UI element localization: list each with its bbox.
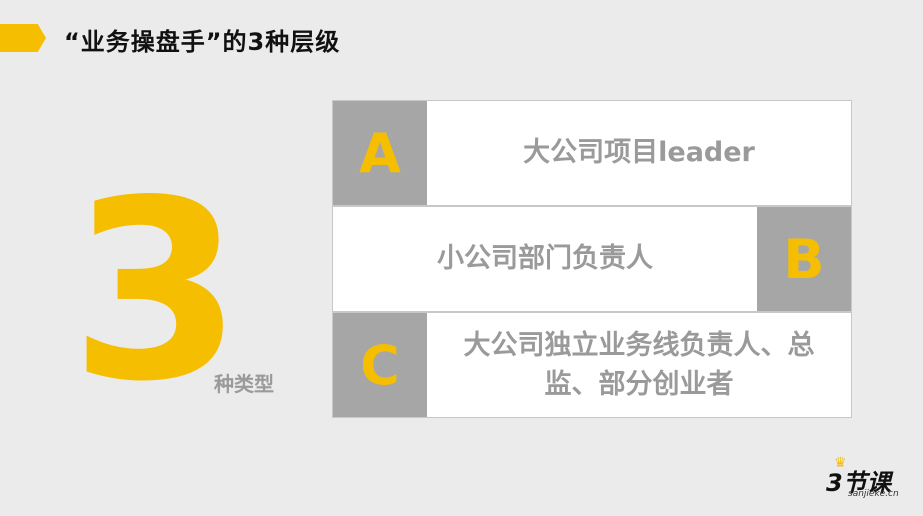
hero-number: 3	[70, 148, 243, 436]
crown-icon: ♛	[834, 455, 847, 471]
page-title: “业务操盘手”的3种层级	[64, 28, 341, 56]
level-letter-c: C	[333, 313, 427, 417]
level-text-a: 大公司项目leader	[523, 137, 755, 169]
level-row-b: 小公司部门负责人 B	[332, 206, 852, 312]
logo-domain: sanjieke.cn	[848, 489, 899, 499]
brand-logo: ♛ 3节课 sanjieke.cn	[826, 455, 908, 499]
logo-text: 3节课	[826, 469, 891, 497]
title-accent-bar	[0, 24, 46, 52]
level-text-b: 小公司部门负责人	[437, 243, 653, 275]
level-letter-b: B	[757, 207, 851, 311]
hero-caption: 种类型	[214, 372, 274, 396]
level-text-c: 大公司独立业务线负责人、总监、部分创业者	[463, 329, 815, 400]
level-row-a: A 大公司项目leader	[332, 100, 852, 206]
level-letter-a: A	[333, 101, 427, 205]
level-row-c: C 大公司独立业务线负责人、总监、部分创业者	[332, 312, 852, 418]
